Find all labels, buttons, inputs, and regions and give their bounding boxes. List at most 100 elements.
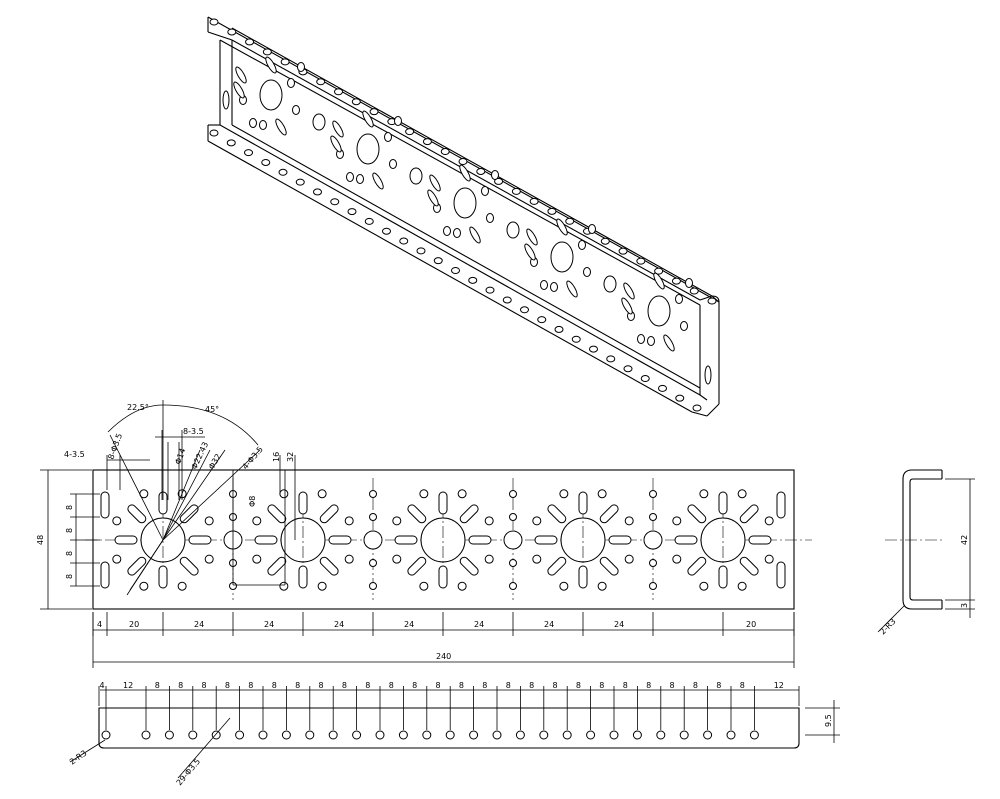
flange-height-label: 9.5	[824, 714, 833, 727]
radial-slot-shape	[599, 504, 619, 524]
separator-column-2	[363, 478, 383, 600]
flange-hole	[375, 730, 385, 740]
radial-slot-shape	[459, 556, 479, 576]
flange-hole	[656, 730, 666, 740]
flange-hole	[632, 730, 642, 740]
dia-32-label: Φ32	[207, 452, 223, 471]
iso-small-hole	[249, 118, 257, 128]
iso-small-hole	[389, 159, 397, 169]
iso-top-hole	[209, 18, 219, 26]
hub-pattern-2	[252, 489, 354, 591]
iso-bottom-hole	[554, 325, 564, 333]
side-profile-view: 42 3 2-R3	[877, 469, 975, 636]
bolt-hole	[317, 581, 327, 591]
chain-dim-9: 24	[614, 620, 624, 629]
iso-mid-hole	[312, 113, 326, 131]
radial-slot-shape	[599, 556, 619, 576]
dim-32-label: 32	[286, 452, 295, 462]
bolt-hole	[597, 489, 607, 499]
radial-slot-shape	[328, 535, 352, 545]
iso-slot	[623, 282, 635, 300]
iso-bottom-hole	[295, 178, 305, 186]
iso-top-hole	[227, 28, 237, 36]
iso-slot	[653, 272, 665, 290]
flange-pitch-label: 8	[482, 681, 487, 690]
left-dim-3: 8	[65, 551, 74, 556]
holes-8-phi-3-5-label: 8-Φ3.5	[106, 432, 124, 460]
chain-dim-5: 24	[334, 620, 344, 629]
front-view-outline	[92, 469, 795, 610]
iso-bottom-hole	[209, 129, 219, 137]
bolt-hole	[737, 581, 747, 591]
flange-pitch-label: 8	[459, 681, 464, 690]
flange-pitch-label: 8	[716, 681, 721, 690]
right-end-slot-top-shape	[776, 491, 786, 519]
iso-bottom-flange-holes	[209, 129, 702, 412]
iso-slot	[429, 174, 441, 192]
bolt-hole	[419, 489, 429, 499]
flange-holes	[101, 730, 759, 740]
radial-slot	[739, 556, 759, 576]
radial-slot-shape	[407, 556, 427, 576]
bolt-hole	[764, 516, 774, 526]
iso-top-hole	[458, 158, 468, 165]
flange-pitch-label: 8	[670, 681, 675, 690]
iso-slot	[330, 135, 342, 153]
flange-pitch-label: 8	[319, 681, 324, 690]
iso-bottom-hole	[675, 394, 685, 402]
iso-top-hole	[440, 148, 450, 156]
flange-pitch-label: 8	[553, 681, 558, 690]
iso-bottom-hole	[692, 404, 702, 412]
separator-column-4	[643, 478, 663, 600]
radial-slot-shape	[547, 504, 567, 524]
radial-slot	[438, 565, 448, 589]
iso-bore	[550, 241, 574, 273]
iso-small-hole	[443, 226, 451, 236]
small-hole	[509, 582, 517, 590]
iso-bottom-hole	[502, 296, 512, 304]
bolt-hole	[597, 581, 607, 591]
iso-slot	[362, 110, 374, 128]
iso-top-hole	[547, 207, 557, 215]
iso-small-hole	[346, 172, 354, 182]
iso-small-hole	[394, 116, 402, 126]
iso-bore	[647, 295, 671, 327]
iso-small-hole	[675, 294, 683, 304]
iso-small-hole	[680, 321, 688, 331]
radial-slot-shape	[718, 491, 728, 515]
bolt-hole	[112, 554, 122, 564]
flange-pitch-label: 8	[389, 681, 394, 690]
slot-8-3-5-label: 8-3.5	[183, 427, 204, 436]
iso-top-hole	[405, 128, 415, 136]
radial-slot	[114, 535, 138, 545]
flange-pitch-label: 8	[740, 681, 745, 690]
flange-pitch-label: 12	[123, 681, 133, 690]
radial-slot-shape	[578, 565, 588, 589]
flange-hole	[539, 730, 549, 740]
bolt-hole	[484, 554, 494, 564]
left-dim-4: 8	[65, 574, 74, 579]
radial-slot-shape	[319, 556, 339, 576]
iso-bottom-hole	[537, 316, 547, 324]
bolt-hole	[279, 489, 289, 499]
iso-bottom-hole	[244, 149, 253, 157]
flange-hole	[188, 730, 198, 740]
iso-small-hole	[453, 228, 461, 238]
iso-slot	[556, 218, 568, 236]
top-leaders	[106, 400, 296, 596]
dia-8-label: Φ8	[248, 496, 257, 507]
dim-16-label: 16	[272, 452, 281, 462]
radial-slot-shape	[459, 504, 479, 524]
iso-top-hole	[369, 108, 379, 116]
flange-hole	[586, 730, 596, 740]
chain-dim-10: 20	[746, 620, 756, 629]
bolt-hole	[392, 516, 402, 526]
bolt-hole	[204, 554, 214, 564]
flange-pitch-label: 8	[295, 681, 300, 690]
flange-hole	[703, 730, 713, 740]
iso-bore	[259, 79, 283, 111]
radial-slot	[158, 565, 168, 589]
iso-slot	[524, 243, 536, 261]
left-end-slot-top	[100, 491, 110, 519]
radial-slot-shape	[687, 504, 707, 524]
